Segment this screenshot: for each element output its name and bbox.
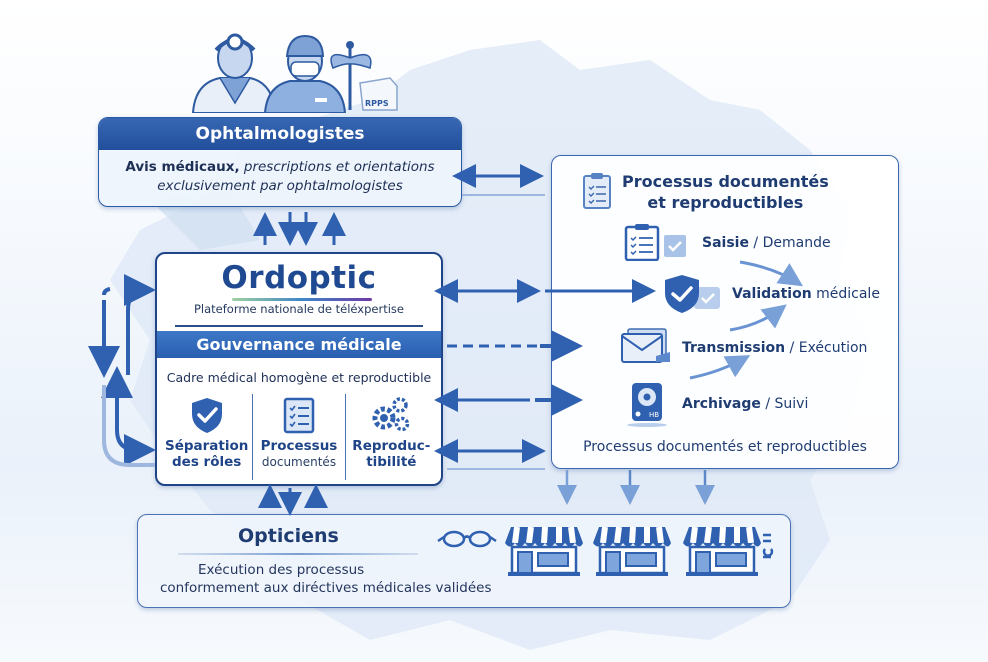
pillar-processes: Processus documentés [252,394,344,480]
ophthalmologists-title: Ophtalmologistes [99,118,461,150]
process-footer: Processus documentés et reproductibles [583,439,867,455]
ophthalmologist-icon [191,33,277,113]
shop-icon [683,527,761,576]
clipboard-icon [583,173,611,209]
pillar-label: Reproduc- [352,438,431,454]
shop-icon [505,527,583,576]
pillar-sublabel: des rôles [172,454,242,470]
optician-shops [505,525,774,580]
checklist-icon [283,397,315,434]
divider [178,553,418,555]
step-label: Saisie [702,235,749,251]
divider [175,325,423,327]
glasses-sign-icon [762,533,774,559]
step-archivage: Archivage / Suivi [682,396,808,412]
step-validation: Validation médicale [732,286,880,302]
process-title-line1: Processus documentés [622,172,829,191]
rpps-badge-icon: RPPS [359,77,398,111]
clipboard-check-icon [624,224,686,261]
opticians-line2: conformement aux diréctives médicales va… [160,580,492,596]
step-sublabel: médicale [811,286,880,302]
opticians-panel: Opticiens Exécution des processus confor… [137,514,791,608]
glasses-icon [437,530,497,548]
pillar-sublabel: tibilité [366,454,417,470]
step-sublabel: / Suivi [760,396,809,412]
desc-bold: Avis médicaux, [125,159,240,175]
pillar-reproducibility: Reproduc- tibilité [344,394,437,480]
ordoptic-platform-panel: Ordoptic Plateforme nationale de téléxpe… [155,252,443,486]
pillar-label: Séparation [164,438,249,454]
shield-check-icon [665,275,720,313]
platform-subtitle: Plateforme nationale de téléxpertise [193,302,404,316]
ordoptic-logo: Ordoptic [221,260,377,296]
step-saisie: Saisie / Demande [702,235,831,251]
step-sublabel: / Demande [748,235,831,251]
doctors-illustration: RPPS [191,33,398,113]
logo-underline [232,298,372,301]
governance-banner: Gouvernance médicale [157,331,441,358]
surgeon-icon [263,34,347,113]
step-label: Archivage [682,396,761,412]
svg-text:HB: HB [649,411,659,419]
desc-italic-1: prescriptions et orientations [239,159,435,175]
rpps-label: RPPS [365,99,389,108]
process-title-line2: et reproductibles [647,193,804,212]
opticians-line1: Exécution des processus [198,562,365,578]
step-transmission: Transmission / Exécution [682,340,867,356]
hard-drive-icon: HB [627,383,667,427]
pillars: Séparation des rôles Processus documenté… [161,394,437,480]
step-label: Transmission [682,340,786,356]
ophthalmologists-description: Avis médicaux, prescriptions et orientat… [99,150,461,196]
process-panel: Processus documentés et reproductibles S… [551,155,899,469]
pillar-sublabel: documentés [261,455,337,469]
caduceus-icon [330,41,372,110]
gears-icon [372,397,410,432]
pillar-roles: Séparation des rôles [161,394,252,480]
process-title: Processus documentés et reproductibles [622,171,829,213]
framework-text: Cadre médical homogène et reproductible [166,370,432,385]
envelope-icon [621,328,670,363]
step-label: Validation [732,286,812,302]
shield-check-icon [191,398,222,433]
pillar-label: Processus [260,438,338,454]
ophthalmologists-panel: Ophtalmologistes Avis médicaux, prescrip… [98,117,462,207]
desc-italic-2: exclusivement par ophtalmologistes [157,178,403,194]
opticians-title: Opticiens [238,525,339,547]
shop-icon [593,527,671,576]
step-sublabel: / Exécution [785,340,868,356]
